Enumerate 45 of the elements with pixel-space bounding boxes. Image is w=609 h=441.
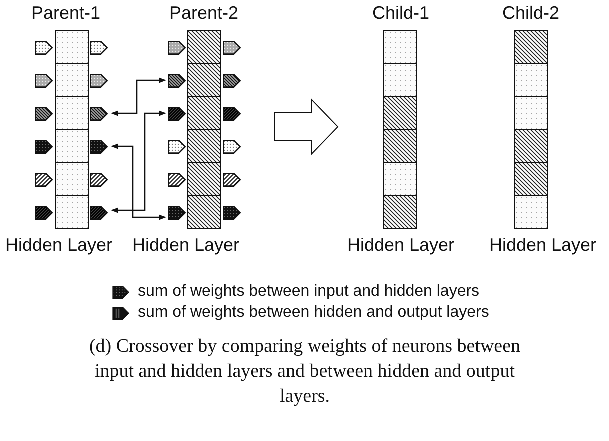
neuron-cell: [383, 162, 418, 197]
neuron-cell: [187, 195, 222, 230]
neuron-cell: [187, 162, 222, 197]
column-label: Hidden Layer: [5, 236, 113, 254]
weight-arrow-icon: [90, 206, 108, 220]
neuron-cell: [187, 96, 222, 131]
neuron-cell: [54, 30, 90, 65]
neuron-cell: [514, 195, 548, 230]
neuron-cell: [514, 162, 548, 197]
neuron-cell: [54, 96, 90, 131]
weight-arrow-icon: [90, 140, 108, 154]
column-label: Hidden Layer: [132, 236, 240, 254]
column-heading: Parent-1: [31, 4, 101, 22]
weight-arrow-icon: [168, 106, 186, 120]
neuron-cell: [54, 162, 90, 197]
column-label: Hidden Layer: [347, 236, 455, 254]
weight-arrow-icon: [90, 106, 108, 120]
neuron-cell: [383, 195, 418, 230]
neuron-cell: [54, 195, 90, 230]
neuron-cell: [383, 63, 418, 98]
neuron-cell: [514, 63, 548, 98]
legend-text: sum of weights between input and hidden layers: [138, 284, 480, 300]
neuron-cell: [54, 129, 90, 164]
neuron-cell: [383, 96, 418, 131]
neuron-cell: [514, 129, 548, 164]
column-heading: Child-1: [372, 4, 430, 22]
column-heading: Child-2: [502, 4, 560, 22]
neuron-cell: [187, 30, 222, 65]
legend-text: sum of weights between hidden and output layers: [138, 305, 490, 321]
crossover-arrow: [111, 110, 166, 214]
weight-arrow-icon: [168, 206, 186, 220]
neuron-cell: [187, 129, 222, 164]
neuron-cell: [383, 30, 418, 65]
column-label: Hidden Layer: [489, 236, 597, 254]
block-arrow: [274, 98, 339, 156]
neuron-cell: [187, 63, 222, 98]
neuron-cell: [514, 30, 548, 65]
neuron-cell: [383, 129, 418, 164]
neuron-cell: [54, 63, 90, 98]
column-heading: Parent-2: [169, 4, 239, 22]
crossover-arrow: [111, 144, 166, 220]
weight-arrow-icon: [168, 74, 186, 88]
figure-caption: (d) Crossover by comparing weights of neurons between input and hidden layers and between hidden and output layers.: [88, 335, 522, 409]
crossover-arrow: [111, 78, 166, 116]
neuron-cell: [514, 96, 548, 131]
